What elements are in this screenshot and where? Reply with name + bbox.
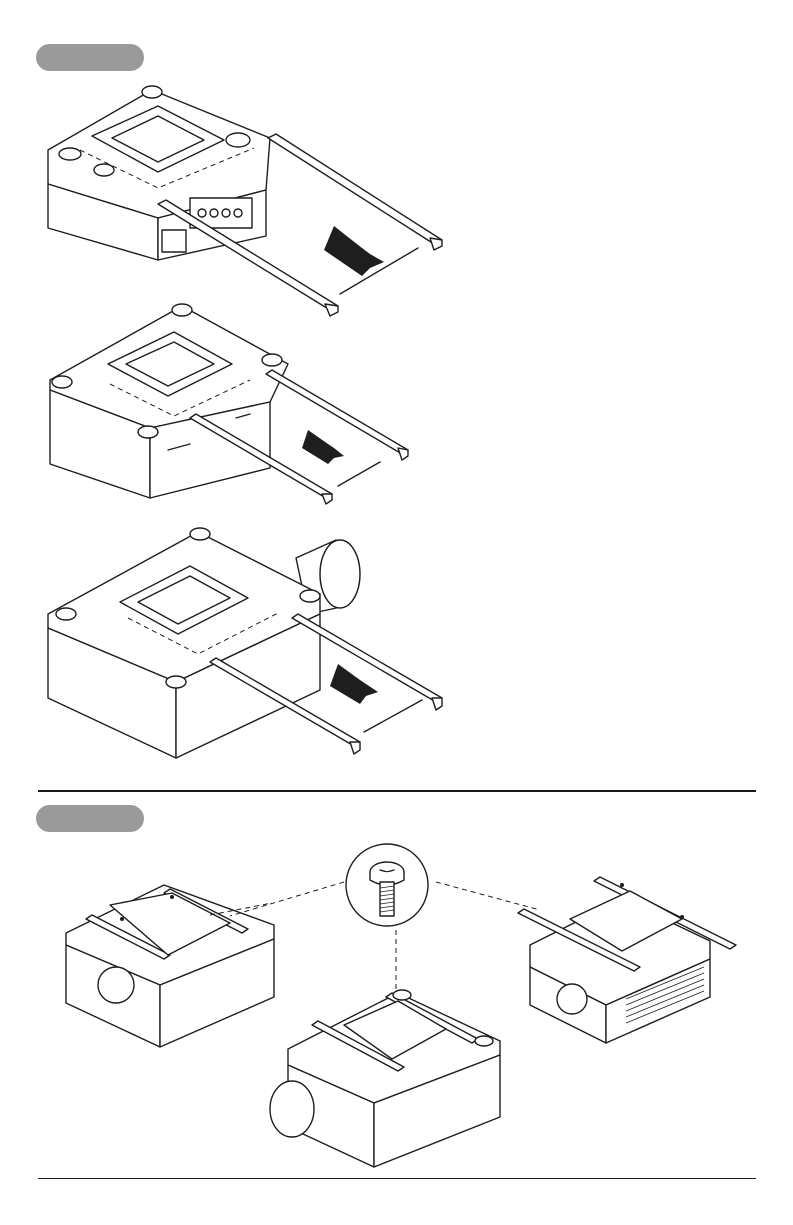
step-2-badge: [36, 805, 144, 832]
step-1-badge: [36, 44, 144, 71]
figure-projector-medium: [40, 298, 420, 513]
figure-projector-large: [40, 522, 450, 762]
footer-divider: [38, 1178, 756, 1179]
section-divider: [38, 790, 756, 792]
figure-step2-right: [514, 875, 744, 1045]
figure-step2-center: [262, 985, 504, 1171]
figure-projector-small: [40, 78, 450, 318]
